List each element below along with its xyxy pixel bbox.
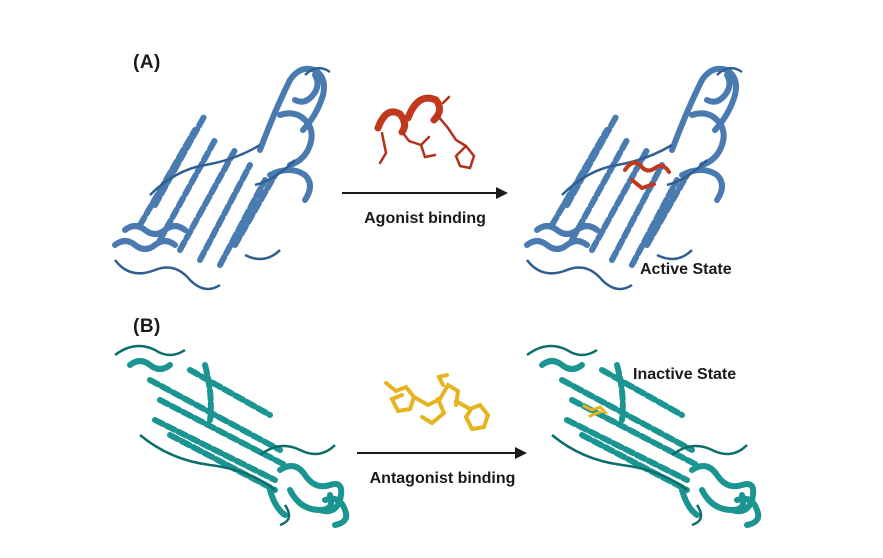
antagonist-binding-caption: Antagonist binding xyxy=(369,470,516,487)
bound-antagonist xyxy=(582,404,608,418)
agonist-binding-arrow xyxy=(342,187,508,199)
receptor-a-active-structure xyxy=(524,65,743,291)
agonist-binding-caption: Agonist binding xyxy=(364,210,486,227)
inactive-state-label: Inactive State xyxy=(633,366,737,383)
panel-b-label: (B) xyxy=(133,316,161,337)
receptor-a-inactive-structure xyxy=(112,65,331,291)
antagonist-ligand xyxy=(384,373,491,432)
receptor-b-structure xyxy=(114,344,350,528)
antagonist-binding-arrow xyxy=(357,447,527,459)
bound-agonist xyxy=(623,160,671,191)
panel-a-label: (A) xyxy=(133,52,161,73)
agonist-ligand xyxy=(374,94,476,170)
active-state-label: Active State xyxy=(640,261,732,278)
receptor-b-inactive-structure xyxy=(526,344,762,528)
